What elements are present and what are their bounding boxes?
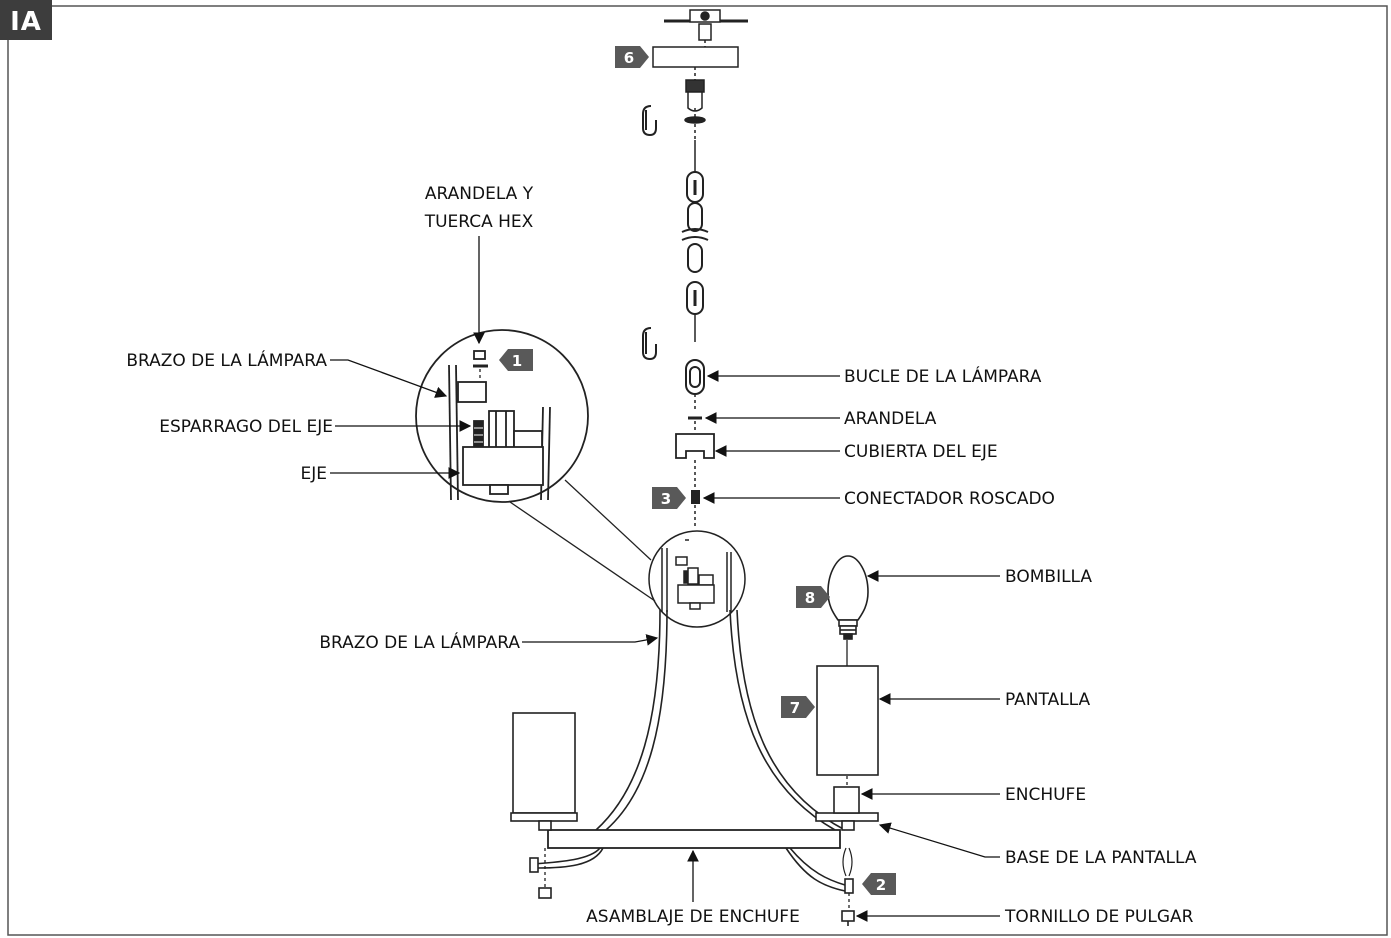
shade-base: [815, 812, 879, 831]
ceiling-fitting: [684, 67, 706, 140]
socket-assembly-bar: [547, 829, 841, 849]
ceiling-mount: [664, 9, 748, 47]
step-badge-8-text: 8: [805, 589, 815, 607]
callout-lines: [330, 236, 1000, 922]
detail-connector-line: [509, 501, 656, 602]
label-axis-cover: CUBIERTA DEL EJE: [844, 442, 998, 462]
label-shade-base: BASE DE LA PANTALLA: [1005, 848, 1197, 868]
step-badge-6: 6: [615, 46, 649, 68]
label-socket-assembly: ASAMBLAJE DE ENCHUFE: [586, 907, 800, 927]
step-badge-7-text: 7: [790, 699, 800, 717]
label-thumb-screw: TORNILLO DE PULGAR: [1004, 907, 1194, 927]
figure-tag: IA: [0, 0, 52, 40]
right-socket-arm: [785, 847, 854, 908]
label-washer-hex-nut-2: TUERCA HEX: [424, 212, 534, 232]
label-washer-hex-nut-1: ARANDELA Y: [425, 184, 534, 204]
lamp-arm-curve: [595, 609, 846, 831]
washer: [688, 416, 702, 433]
thumb-screw: [841, 910, 855, 926]
lamp-loop: [685, 359, 705, 412]
axis-cover: [675, 433, 715, 488]
shade: [816, 640, 879, 776]
label-axis-stud: ESPARRAGO DEL EJE: [159, 417, 333, 437]
figure-tag-text: IA: [10, 7, 42, 37]
label-lamp-loop: BUCLE DE LA LÁMPARA: [844, 365, 1042, 387]
label-socket: ENCHUFE: [1005, 785, 1086, 805]
label-shade: PANTALLA: [1005, 690, 1091, 710]
detail-circle-small: [648, 530, 746, 628]
s-hook-icon: [642, 327, 657, 361]
label-washer: ARANDELA: [844, 409, 937, 429]
canopy: [652, 46, 739, 68]
step-badge-1-text: 1: [512, 352, 522, 370]
step-badge-6-text: 6: [624, 49, 634, 67]
label-bulb: BOMBILLA: [1005, 567, 1092, 587]
bulb-icon: [827, 555, 869, 640]
label-axis: EJE: [301, 464, 328, 484]
step-badge-3: 3: [652, 487, 686, 509]
step-badge-2-text: 2: [876, 876, 886, 894]
threaded-connector: [691, 490, 700, 528]
page-border: [7, 5, 1388, 936]
label-lamp-arm-main: BRAZO DE LA LÁMPARA: [319, 631, 520, 653]
chain: [681, 140, 709, 342]
detail-circle-content: [448, 350, 551, 501]
step-badge-1: 1: [499, 349, 533, 371]
step-badge-7: 7: [781, 696, 815, 718]
left-shade: [510, 712, 578, 831]
left-socket-arm: [529, 847, 604, 899]
s-hook-icon: [642, 105, 657, 137]
label-threaded-connector: CONECTADOR ROSCADO: [844, 489, 1055, 509]
step-badge-3-text: 3: [661, 490, 671, 508]
step-badge-8: 8: [796, 586, 830, 608]
label-lamp-arm-detail: BRAZO DE LA LÁMPARA: [126, 349, 327, 371]
detail-connector-line: [564, 479, 652, 561]
socket: [833, 776, 860, 814]
step-badge-2: 2: [862, 873, 896, 895]
